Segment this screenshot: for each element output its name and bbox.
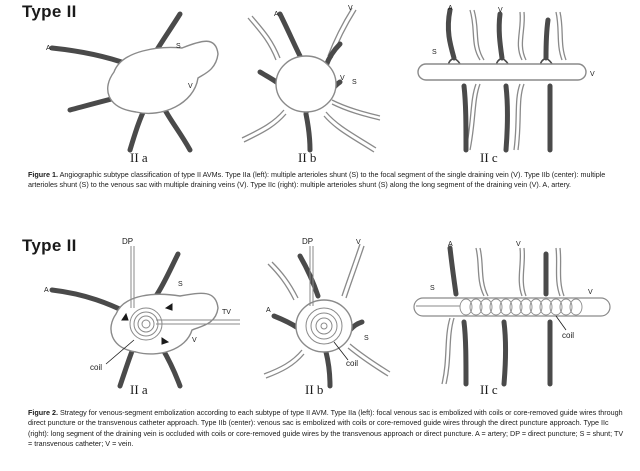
fig2-iic-coil xyxy=(459,298,583,316)
fig2-iib-letter-a: A xyxy=(266,307,271,314)
fig2-iic-coil-label: coil xyxy=(562,331,574,340)
fig2-iia-letter-tv: TV xyxy=(222,309,231,316)
fig1-iic-letter-a: A xyxy=(448,5,453,12)
fig2-iic-letter-v: V xyxy=(588,289,593,296)
fig2-iia-letter-s: S xyxy=(178,281,183,288)
figure-2-caption: Figure 2. Strategy for venous-segment em… xyxy=(28,408,628,450)
figure-1: Type II A S V II a xyxy=(0,0,640,226)
fig2-label-iia: II a xyxy=(130,382,148,397)
fig1-label-iic: II c xyxy=(480,150,498,165)
fig2-label-iib: II b xyxy=(305,382,324,397)
fig2-diagram-iic: A V S V coil xyxy=(413,241,611,387)
fig1-label-iib: II b xyxy=(298,150,317,165)
fig2-iib-letter-s: S xyxy=(364,335,369,342)
fig2-iia-coil-label: coil xyxy=(90,363,102,372)
fig2-iib-coil-label: coil xyxy=(346,359,358,368)
fig2-iic-letter-v-top: V xyxy=(516,241,521,248)
fig1-iic-letter-s: S xyxy=(432,49,437,56)
fig2-iib-letter-v: V xyxy=(356,239,361,246)
figure-1-caption-label: Figure 1. xyxy=(28,170,58,179)
fig2-iic-letter-a: A xyxy=(448,241,453,248)
fig1-label-iia: II a xyxy=(130,150,148,165)
fig2-diagram-iib: DP V A S coil xyxy=(263,237,391,389)
fig1-iib-letter-v: V xyxy=(340,75,345,82)
fig1-iic-long-vein xyxy=(417,63,587,81)
fig1-iia-letter-a: A xyxy=(46,45,51,52)
fig1-iib-venous-sac xyxy=(275,55,337,113)
fig2-diagram-iia: DP A S TV V coil xyxy=(44,237,240,389)
fig2-iib-venous-sac xyxy=(295,299,353,353)
figure-1-caption-text: Angiographic subtype classification of t… xyxy=(28,170,606,190)
fig1-iia-vein xyxy=(107,40,219,114)
fig1-iic-draining-veins xyxy=(465,9,567,151)
figure-2-caption-label: Figure 2. xyxy=(28,408,58,417)
fig1-iib-letter-s: S xyxy=(352,79,357,86)
fig2-iib-coil xyxy=(305,307,343,345)
fig1-iic-letter-v: V xyxy=(590,71,595,78)
fig1-diagram-iib: A V V S xyxy=(241,5,381,153)
figure-2: Type II DP A S TV V coil II a xyxy=(0,226,640,471)
fig1-diagram-iia: A S V xyxy=(46,11,219,153)
fig1-iia-letter-s: S xyxy=(176,43,181,50)
fig1-iib-letter-a: A xyxy=(274,11,279,18)
fig2-iic-letter-s: S xyxy=(430,285,435,292)
fig1-iic-letter-v-top: V xyxy=(498,7,503,14)
fig2-iia-letter-dp: DP xyxy=(122,237,133,246)
fig2-label-iic: II c xyxy=(480,382,498,397)
fig1-iic-arteries xyxy=(445,7,553,153)
fig2-iia-letter-a: A xyxy=(44,287,49,294)
fig1-diagram-iic: A V S V xyxy=(417,5,595,153)
fig1-iib-letter-v-top: V xyxy=(348,5,353,12)
fig1-iia-letter-v: V xyxy=(188,83,193,90)
fig2-iib-letter-dp: DP xyxy=(302,237,313,246)
figure-1-heading: Type II xyxy=(22,2,77,21)
fig2-iia-letter-v: V xyxy=(192,337,197,344)
figure-1-caption: Figure 1. Angiographic subtype classific… xyxy=(28,170,628,191)
figure-2-heading: Type II xyxy=(22,236,77,255)
figure-2-caption-text: Strategy for venous-segment embolization… xyxy=(28,408,624,449)
